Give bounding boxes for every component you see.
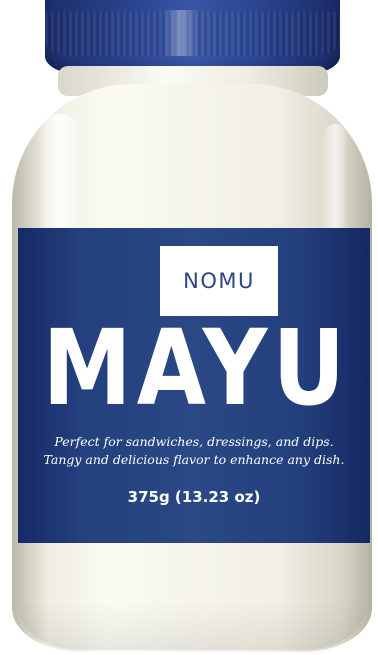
product-label: NOMU MAYU Perfect for sandwiches, dressi…: [18, 228, 370, 543]
lid-ridges: [45, 12, 340, 56]
jar-lid: [45, 0, 340, 74]
jar-base-shadow: [20, 600, 364, 650]
net-weight: 375g (13.23 oz): [127, 488, 261, 506]
jar-glare-right: [322, 124, 348, 244]
brand-name: NOMU: [183, 269, 255, 293]
tagline-line-1: Perfect for sandwiches, dressings, and d…: [54, 434, 334, 449]
tagline-line-2: Tangy and delicious flavor to enhance an…: [43, 452, 345, 467]
brand-logo-box: NOMU: [160, 246, 278, 316]
lid-shine: [163, 10, 199, 56]
product-name: MAYU: [42, 307, 351, 429]
